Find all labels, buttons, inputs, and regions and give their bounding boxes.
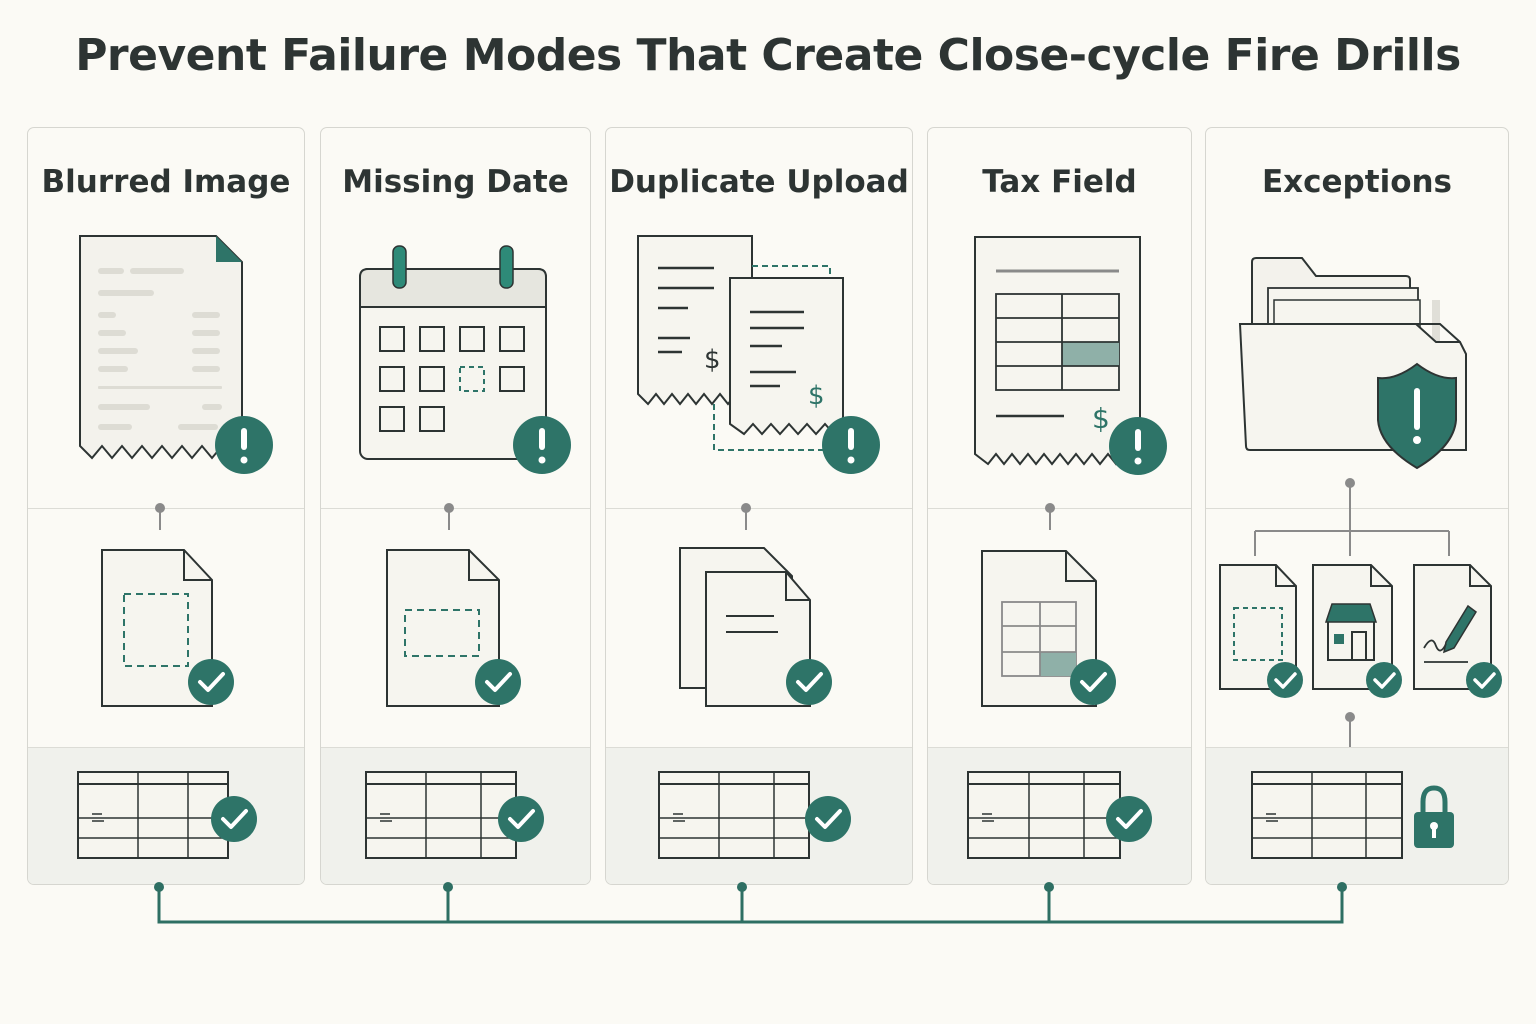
connector-pin — [444, 503, 454, 530]
connector-pin — [1045, 503, 1055, 530]
routing-tree — [1254, 483, 1450, 556]
check-icon — [1466, 662, 1502, 698]
connector-pin — [741, 503, 751, 530]
divider — [321, 508, 590, 509]
card-duplicate-upload: Duplicate Upload $ $ — [605, 127, 913, 885]
card-title: Tax Field — [982, 164, 1137, 200]
card-tax-field: Tax Field $ — [927, 127, 1192, 885]
alert-icon — [513, 416, 571, 474]
check-icon — [786, 659, 832, 705]
ledger-table-icon — [967, 771, 1121, 859]
routed-documents-icon — [1219, 564, 1492, 690]
ledger-table-icon — [658, 771, 810, 859]
card-exceptions: Exceptions — [1205, 127, 1509, 885]
check-icon — [1267, 662, 1303, 698]
card-art: $ $ — [637, 235, 880, 859]
check-icon — [475, 659, 521, 705]
check-icon — [1106, 796, 1152, 842]
connector-pin — [155, 503, 165, 530]
check-icon — [1366, 662, 1402, 698]
card-art — [359, 245, 571, 859]
blurred-receipt-icon — [79, 235, 243, 460]
tax-table-document-icon — [981, 550, 1097, 707]
date-field-document-icon — [386, 549, 500, 707]
svg-text:$: $ — [808, 381, 825, 411]
ledger-table-icon — [1251, 771, 1403, 859]
crop-region-document-icon — [101, 549, 213, 707]
divider — [1206, 508, 1508, 509]
check-icon — [498, 796, 544, 842]
card-title: Duplicate Upload — [609, 164, 909, 200]
card-title: Exceptions — [1261, 164, 1453, 200]
alert-icon — [822, 416, 880, 474]
alert-icon — [1109, 417, 1167, 475]
svg-text:$: $ — [1092, 402, 1110, 435]
card-missing-date: Missing Date — [320, 127, 591, 885]
stacked-documents-icon — [679, 547, 811, 707]
lock-icon — [1414, 785, 1454, 848]
card-title: Missing Date — [342, 164, 569, 200]
duplicate-receipts-icon: $ $ — [637, 235, 844, 451]
shield-folder-icon — [1238, 257, 1467, 451]
check-icon — [805, 796, 851, 842]
check-icon — [211, 796, 257, 842]
ledger-table-icon — [365, 771, 517, 859]
card-title: Blurred Image — [41, 164, 291, 200]
card-art — [1219, 257, 1502, 859]
tax-receipt-icon: $ — [974, 236, 1141, 466]
pen-icon — [1442, 604, 1477, 654]
divider — [28, 508, 304, 509]
check-icon — [188, 659, 234, 705]
connector-pin — [1345, 478, 1355, 488]
ledger-table-icon — [77, 771, 229, 859]
card-blurred-image: Blurred Image — [27, 127, 305, 885]
check-icon — [1070, 659, 1116, 705]
storefront-icon — [1324, 603, 1378, 661]
connector-pin — [1345, 712, 1355, 747]
divider — [928, 508, 1191, 509]
card-art: $ — [967, 236, 1167, 859]
svg-text:$: $ — [704, 345, 721, 375]
calendar-icon — [359, 245, 547, 460]
card-art — [77, 235, 273, 859]
divider — [606, 508, 912, 509]
shield-alert-icon — [1377, 362, 1457, 470]
page-title: Prevent Failure Modes That Create Close-… — [75, 30, 1461, 81]
alert-icon — [215, 416, 273, 474]
